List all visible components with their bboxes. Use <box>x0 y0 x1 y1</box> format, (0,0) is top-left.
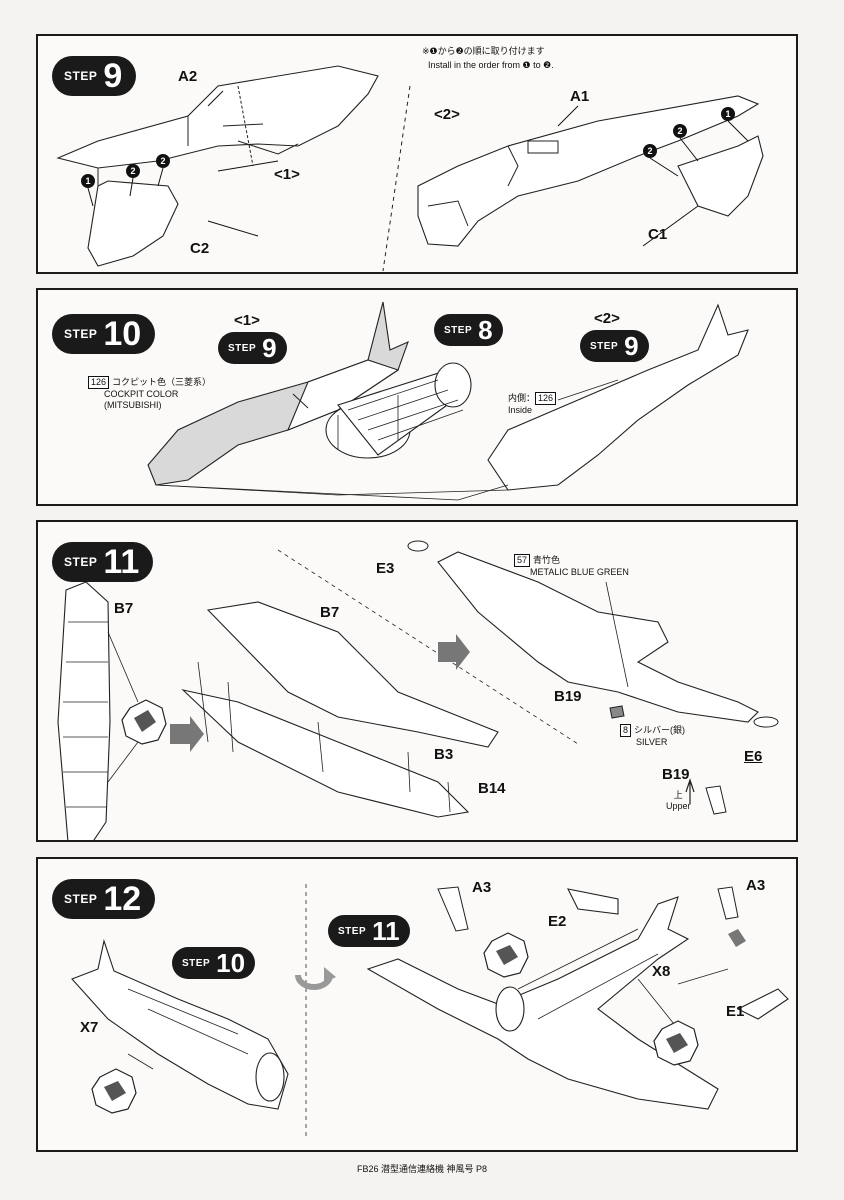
paint-number: 126 <box>88 376 110 389</box>
paint-name-en: METALIC BLUE GREEN <box>530 567 629 577</box>
svg-text:2: 2 <box>160 156 165 166</box>
step-number: 9 <box>262 333 277 363</box>
step-word: STEP <box>64 892 98 906</box>
svg-text:2: 2 <box>677 126 682 136</box>
order-note-jp: ※❶から❷の順に取り付けます <box>422 46 545 56</box>
ref-step-11-badge: STEP 11 <box>328 915 410 947</box>
step-number: 8 <box>478 315 493 345</box>
paint-number: 57 <box>514 554 531 567</box>
paint-name-jp: コクピット色（三菱系） <box>112 376 212 387</box>
inside-jp: 内側： <box>508 392 536 403</box>
part-label-b3: B3 <box>434 746 454 763</box>
part-label-e1: E1 <box>726 1003 745 1020</box>
svg-text:2: 2 <box>130 166 135 176</box>
subassembly-label-2: <2> <box>594 310 620 327</box>
step-12-panel: STEP 12 STEP 10 STEP 11 X7 A3 E2 A3 X8 E… <box>36 857 798 1152</box>
step-word: STEP <box>590 340 619 352</box>
upper-en: Upper <box>666 801 691 811</box>
part-label-x7: X7 <box>80 1019 99 1036</box>
step-word: STEP <box>64 69 98 83</box>
page-footer: FB26 潜型通信連絡機 神風号 P8 <box>356 1164 488 1174</box>
step-number: 11 <box>372 916 400 946</box>
subassembly-label-1: <1> <box>274 166 300 183</box>
part-label-b19: B19 <box>554 688 582 705</box>
step-number: 9 <box>103 57 123 95</box>
inside-en: Inside <box>508 405 533 415</box>
upper-note: 上 Upper <box>666 790 691 812</box>
svg-text:2: 2 <box>647 146 652 156</box>
step-word: STEP <box>182 957 211 969</box>
svg-text:1: 1 <box>85 176 90 186</box>
step-number: 11 <box>103 543 140 581</box>
svg-text:1: 1 <box>725 109 730 119</box>
paint-name-jp: シルバー(銀) <box>634 724 686 735</box>
step-number: 10 <box>103 315 142 353</box>
step-word: STEP <box>64 555 98 569</box>
part-label-a3-left: A3 <box>472 879 492 896</box>
step-word: STEP <box>338 925 367 937</box>
step-word: STEP <box>64 327 98 341</box>
ref-step-10-badge: STEP 10 <box>172 947 256 979</box>
paint-maker: (MITSUBISHI) <box>104 400 162 410</box>
step-word: STEP <box>444 324 473 336</box>
part-label-b19-detail: B19 <box>662 766 690 783</box>
step-9-badge: STEP 9 <box>52 56 137 96</box>
ref-step-8-badge: STEP 8 <box>434 314 503 346</box>
order-note-en: Install in the order from ❶ to ❷. <box>428 60 554 70</box>
step-number: 12 <box>103 880 142 918</box>
step-11-badge: STEP 11 <box>52 542 154 582</box>
step-12-badge: STEP 12 <box>52 879 156 919</box>
step-10-drawing <box>147 301 749 501</box>
part-label-b7: B7 <box>320 604 340 621</box>
step-11-drawing <box>57 540 779 840</box>
subassembly-label-2: <2> <box>434 106 460 123</box>
part-label-a2: A2 <box>178 68 198 85</box>
part-label-e6: E6 <box>744 748 763 765</box>
paint-name-en: SILVER <box>636 737 668 747</box>
part-label-c1: C1 <box>648 226 668 243</box>
step-10-panel: STEP 10 <1> STEP 9 STEP 8 <2> STEP 9 126… <box>36 288 798 506</box>
step-9-drawing: 1 2 2 1 2 2 <box>56 65 764 272</box>
step-12-drawing <box>71 884 789 1139</box>
part-label-e2: E2 <box>548 913 567 930</box>
subassembly-label-1: <1> <box>234 312 260 329</box>
inside-paint-note: 内側：126 Inside <box>508 392 559 416</box>
part-label-b7-left: B7 <box>114 600 134 617</box>
part-label-e3: E3 <box>376 560 395 577</box>
paint-name-en: COCKPIT COLOR <box>104 389 179 399</box>
step-word: STEP <box>228 342 257 354</box>
part-label-c2: C2 <box>190 240 210 257</box>
step-10-badge: STEP 10 <box>52 314 156 354</box>
part-label-a1: A1 <box>570 88 590 105</box>
step-9-panel: 1 2 2 1 2 2 STEP 9 A2 <1> C2 <2> A1 C1 ※❶から❷… <box>36 34 798 274</box>
part-label-a3-right: A3 <box>746 877 766 894</box>
step-number: 10 <box>216 948 246 978</box>
part-label-b14: B14 <box>478 780 506 797</box>
step-number: 9 <box>624 331 639 361</box>
ref-step-9-badge: STEP 9 <box>218 332 287 364</box>
paint-number: 8 <box>620 724 632 737</box>
paint-name-jp: 青竹色 <box>533 554 561 565</box>
inside-paint-number: 126 <box>535 392 557 405</box>
part-label-x8: X8 <box>652 963 671 980</box>
ref-step-9b-badge: STEP 9 <box>580 330 649 362</box>
upper-jp: 上 <box>673 790 683 800</box>
